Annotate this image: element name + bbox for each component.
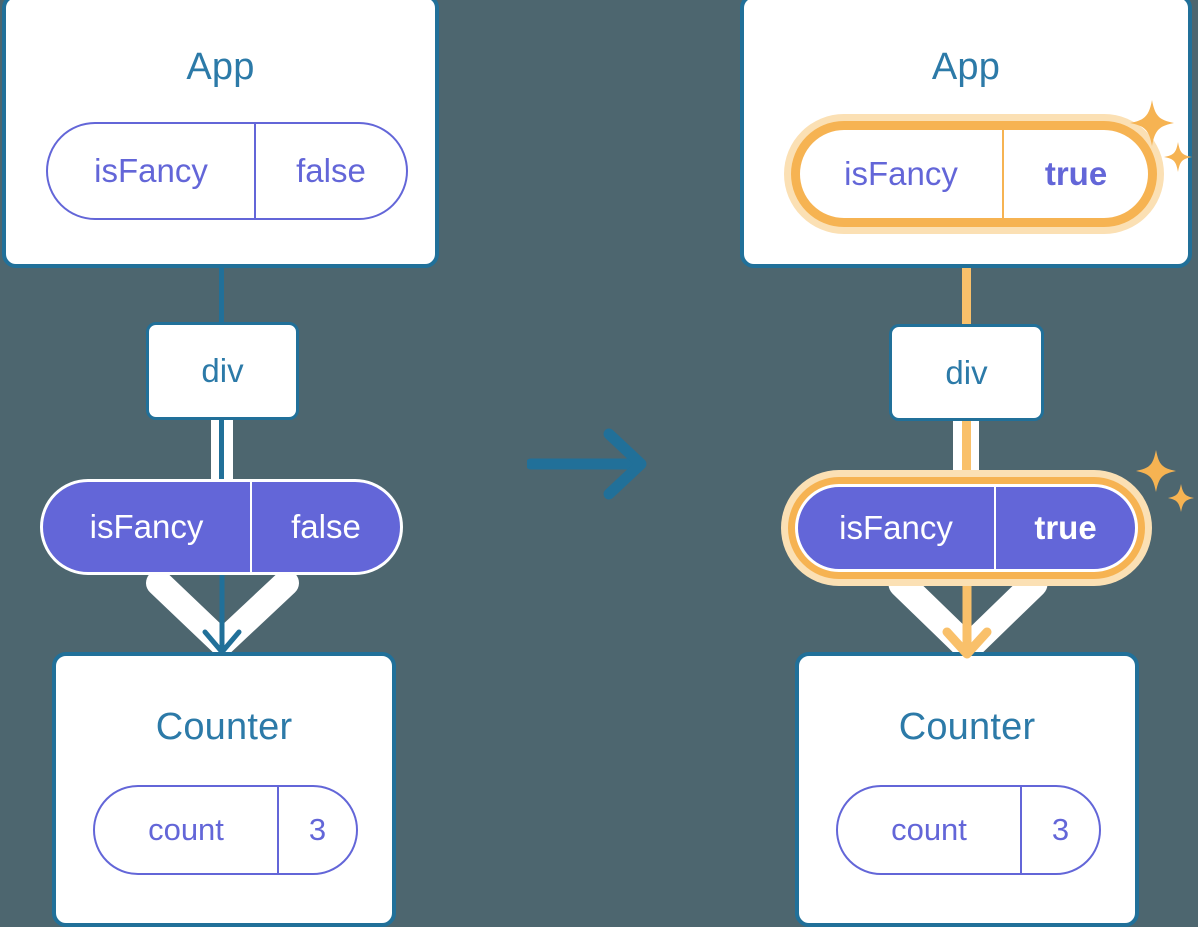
after-counter-box: Counter count 3 [795,652,1139,927]
before-prop-pill-value: false [250,482,400,572]
before-counter-pill-value: 3 [277,787,356,873]
before-div-tag-label: div [195,352,250,390]
sparkle-small-icon [1168,484,1194,512]
after-counter-title: Counter [898,706,1036,748]
after-app-sparkles [1128,98,1194,184]
before-counter-box: Counter count 3 [52,652,396,927]
before-app-to-div-connector [219,264,224,322]
after-div-to-pill-line [962,418,971,486]
after-prop-pill-value: true [994,487,1135,569]
after-app-box: App isFancy true [740,0,1192,268]
sparkle-small-icon [1164,142,1192,172]
sparkle-large-icon [1136,450,1176,492]
before-app-title: App [186,46,255,88]
after-prop-pill: isFancy true [795,484,1138,572]
after-div-tag-label: div [937,353,996,392]
after-div-box: div [889,324,1044,421]
before-prop-pill: isFancy false [40,479,403,575]
before-app-box: App isFancy false [2,0,439,268]
after-app-state-pill: isFancy true [798,128,1150,220]
before-app-state-pill: isFancy false [46,122,408,220]
before-counter-state-pill: count 3 [93,785,358,875]
after-counter-state-pill: count 3 [836,785,1101,875]
after-prop-pill-name: isFancy [839,509,953,546]
after-app-to-div-connector [962,222,971,326]
before-counter-title: Counter [155,706,293,748]
before-counter-pill-name: count [148,812,224,847]
before-app-pill-name: isFancy [94,152,208,189]
after-counter-pill-name: count [891,812,967,847]
before-div-box: div [146,322,299,420]
sparkle-large-icon [1130,100,1174,146]
before-prop-pill-name: isFancy [89,508,204,545]
after-app-pill-value: true [1002,130,1148,218]
after-counter-pill-value: 3 [1020,787,1099,873]
before-div-to-pill-line [219,418,224,488]
after-prop-sparkles [1136,448,1196,520]
after-app-title: App [931,46,1001,88]
before-app-pill-value: false [254,124,406,218]
after-app-pill-name: isFancy [844,155,958,192]
transition-arrow-icon [527,428,652,500]
